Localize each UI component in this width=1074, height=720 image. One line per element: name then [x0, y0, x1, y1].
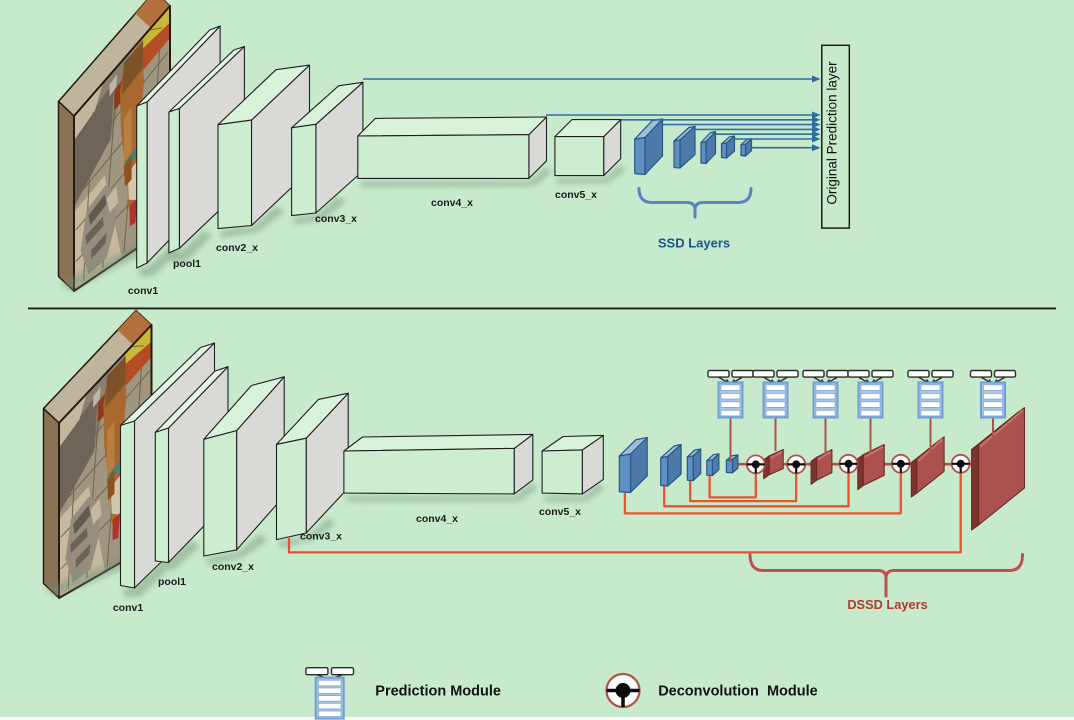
svg-text:conv1: conv1: [128, 285, 159, 297]
svg-text:pool1: pool1: [158, 576, 186, 588]
svg-text:conv3_x: conv3_x: [315, 213, 357, 225]
svg-text:SSD Layers: SSD Layers: [658, 236, 730, 251]
svg-text:conv5_x: conv5_x: [555, 189, 597, 201]
svg-text:Deconvolution Module: Deconvolution Module: [658, 684, 818, 700]
svg-text:conv4_x: conv4_x: [416, 513, 458, 525]
svg-text:conv5_x: conv5_x: [539, 506, 581, 518]
svg-text:conv4_x: conv4_x: [431, 197, 473, 209]
svg-text:conv3_x: conv3_x: [300, 531, 342, 543]
svg-text:conv2_x: conv2_x: [212, 561, 254, 573]
svg-text:conv2_x: conv2_x: [216, 242, 258, 254]
svg-text:Original Prediction layer: Original Prediction layer: [825, 61, 840, 205]
svg-text:conv1: conv1: [113, 602, 144, 614]
svg-text:Prediction Module: Prediction Module: [375, 684, 501, 700]
svg-text:pool1: pool1: [173, 258, 201, 270]
svg-text:DSSD Layers: DSSD Layers: [847, 597, 927, 612]
